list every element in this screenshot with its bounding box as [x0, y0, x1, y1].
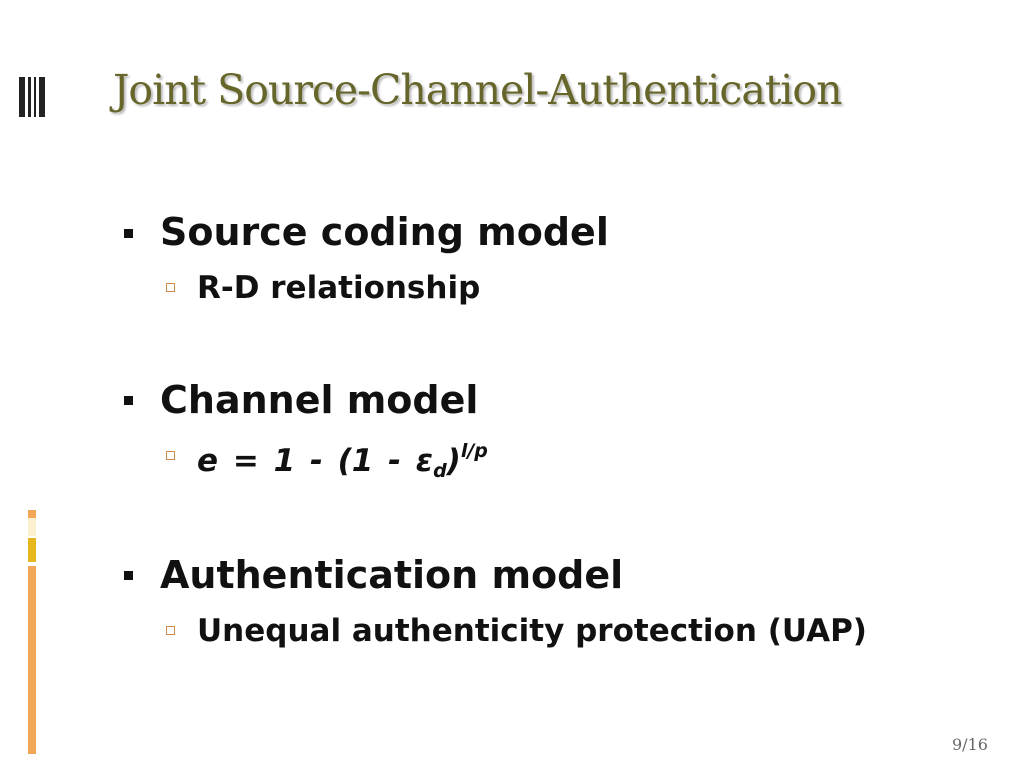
bullet-source-coding-model: Source coding model [160, 210, 609, 254]
square-bullet-icon [124, 571, 133, 580]
sub-bullet-rd-relationship: R-D relationship [197, 270, 481, 306]
bullet-authentication-model: Authentication model [160, 553, 624, 597]
formula-superscript: l/p [460, 440, 488, 462]
square-outline-bullet-icon [166, 451, 175, 460]
sub-bullet-uap: Unequal authenticity protection (UAP) [197, 613, 867, 649]
square-outline-bullet-icon [166, 626, 175, 635]
bullet-channel-model: Channel model [160, 378, 479, 422]
title-stripes-icon [19, 77, 45, 117]
formula-close: ) [446, 443, 461, 479]
square-bullet-icon [124, 229, 133, 238]
formula-lhs: e = 1 - (1 - ε [197, 443, 434, 479]
square-outline-bullet-icon [166, 283, 175, 292]
channel-formula: e = 1 - (1 - εd)l/p [197, 442, 488, 481]
slide-title: Joint Source-Channel-Authentication [113, 66, 843, 114]
square-bullet-icon [124, 396, 133, 405]
formula-subscript: d [433, 460, 447, 482]
page-number: 9/16 [952, 735, 988, 754]
